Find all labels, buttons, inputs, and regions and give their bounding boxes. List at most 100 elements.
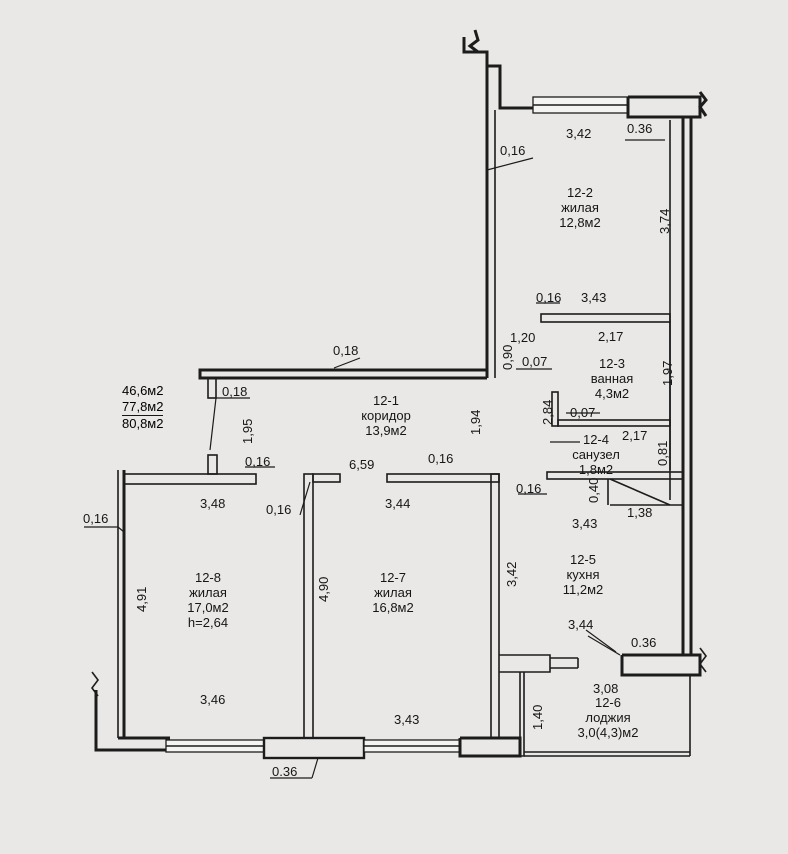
dim-label-vertical: 1,40 — [530, 704, 545, 730]
room-number: 12-1 — [372, 393, 400, 408]
dim-label: 3,44 — [385, 496, 411, 511]
dim-label: 3,08 — [593, 681, 619, 696]
dim-label: 0,16 — [536, 290, 562, 305]
room-name: жилая — [374, 585, 412, 600]
break-mark-right-top — [698, 91, 708, 117]
dim-label: 0,16 — [266, 502, 292, 517]
dim-label-vertical: 1,94 — [468, 409, 483, 435]
wall-top-right-pier — [626, 95, 702, 119]
room-number: 12-3 — [598, 356, 626, 371]
dim-label-vertical: 3,42 — [504, 561, 519, 587]
room-area: 3,0(4,3)м2 — [577, 725, 639, 740]
dim-label: 6,59 — [349, 457, 375, 472]
leader-016-e — [299, 481, 311, 516]
wall-12-7-right — [490, 473, 500, 739]
area-summary: 46,6м2 77,8м2 80,8м2 — [122, 383, 164, 432]
leader-036-bottom-b — [311, 757, 319, 779]
leader-195 — [209, 397, 217, 451]
area-summary-2: 77,8м2 — [122, 399, 164, 416]
room-name: жилая — [561, 200, 599, 215]
leader-016-left-b — [117, 526, 125, 533]
room-area: 1,8м2 — [578, 462, 614, 477]
room-name: ванная — [590, 371, 634, 386]
loggia-door-frame — [499, 654, 551, 673]
wall-bottom-pier — [262, 736, 366, 760]
room-12-4-label: 12-4 санузел 1,8м2 — [572, 432, 620, 477]
leader-344-b — [587, 635, 621, 656]
room-12-8-label: 12-8 жилая 17,0м2 h=2,64 — [187, 570, 228, 630]
wall-corridor-top — [198, 368, 487, 380]
loggia-left-wall — [519, 672, 525, 757]
wall-loggia-right-pier — [620, 653, 702, 677]
dim-label: 2,17 — [598, 329, 624, 344]
room-name: кухня — [566, 567, 600, 582]
dim-label: 3,43 — [581, 290, 607, 305]
room-12-6-label: 12-6 лоджия 3,0(4,3)м2 — [578, 695, 639, 740]
dim-label: 0,16 — [516, 481, 542, 496]
break-mark-right-bottom — [699, 647, 707, 673]
room-area: 16,8м2 — [372, 600, 414, 615]
dim-label: 3,42 — [566, 126, 592, 141]
wall-bottom-right-pier — [458, 736, 522, 758]
dim-label: 3,44 — [568, 617, 594, 632]
room-number: 12-2 — [566, 185, 594, 200]
dim-label-vertical: 4,90 — [316, 576, 331, 602]
leader-018-top — [333, 357, 361, 369]
room-area: 13,9м2 — [365, 423, 407, 438]
dim-label: 2,17 — [622, 428, 648, 443]
dim-label: 0.36 — [627, 121, 653, 136]
dim-label: 0,16 — [428, 451, 454, 466]
wall-bath-door-jamb — [551, 391, 559, 427]
dim-label-vertical: 1,95 — [240, 418, 255, 444]
room-12-2-label: 12-2 жилая 12,8м2 — [559, 185, 600, 230]
dim-label: 3,48 — [200, 496, 226, 511]
room-area: 4,3м2 — [594, 386, 630, 401]
dim-label-vertical: 0,81 — [655, 440, 670, 466]
dim-label: 0,16 — [245, 454, 271, 469]
dim-label: 1,38 — [627, 505, 653, 520]
wall-12-7-top-left — [312, 473, 341, 483]
wall-12-7-top — [386, 473, 500, 483]
leader-lines — [84, 139, 665, 779]
dim-label-vertical: 3,74 — [657, 208, 672, 234]
wc-door-swing — [609, 478, 671, 506]
dim-label: 0.36 — [631, 635, 657, 650]
wall-stub-12-8 — [207, 454, 218, 475]
area-summary-3: 80,8м2 — [122, 416, 164, 431]
dim-label: 0,16 — [500, 143, 526, 158]
room-number: 12-5 — [569, 552, 597, 567]
dim-label: 0,18 — [222, 384, 248, 399]
room-number: 12-6 — [594, 695, 622, 710]
leader-344-b2 — [585, 629, 617, 653]
wall-bottom-left — [94, 690, 172, 752]
room-name: коридор — [361, 408, 411, 423]
wall-bath-bottom — [557, 419, 671, 427]
dim-label: 0.36 — [272, 764, 298, 779]
dim-label: 3,46 — [200, 692, 226, 707]
room-name: санузел — [572, 447, 620, 462]
wall-bath-top — [540, 313, 671, 323]
room-number: 12-4 — [582, 432, 610, 447]
room-12-3-label: 12-3 ванная 4,3м2 — [591, 356, 634, 401]
dim-label: 0,07 — [522, 354, 548, 369]
room-12-7-label: 12-7 жилая 16,8м2 — [372, 570, 413, 615]
wall-12-8-12-7 — [303, 473, 314, 739]
room-height: h=2,64 — [187, 615, 229, 630]
break-mark-left — [91, 671, 99, 697]
dim-label: 3,43 — [394, 712, 420, 727]
room-number: 12-8 — [194, 570, 222, 585]
wall-wc-bottom — [546, 471, 684, 480]
room-area: 17,0м2 — [187, 600, 229, 615]
room-12-1-label: 12-1 коридор 13,9м2 — [361, 393, 411, 438]
dim-label: 0,16 — [83, 511, 109, 526]
walls — [91, 29, 708, 760]
dim-label-vertical: 1,97 — [660, 360, 675, 386]
dim-label-vertical: 2,84 — [540, 399, 555, 425]
area-summary-1: 46,6м2 — [122, 383, 164, 398]
wall-stub-left — [207, 377, 217, 399]
room-area: 11,2м2 — [562, 582, 604, 597]
room-name: жилая — [189, 585, 227, 600]
dim-label: 3,43 — [572, 516, 598, 531]
